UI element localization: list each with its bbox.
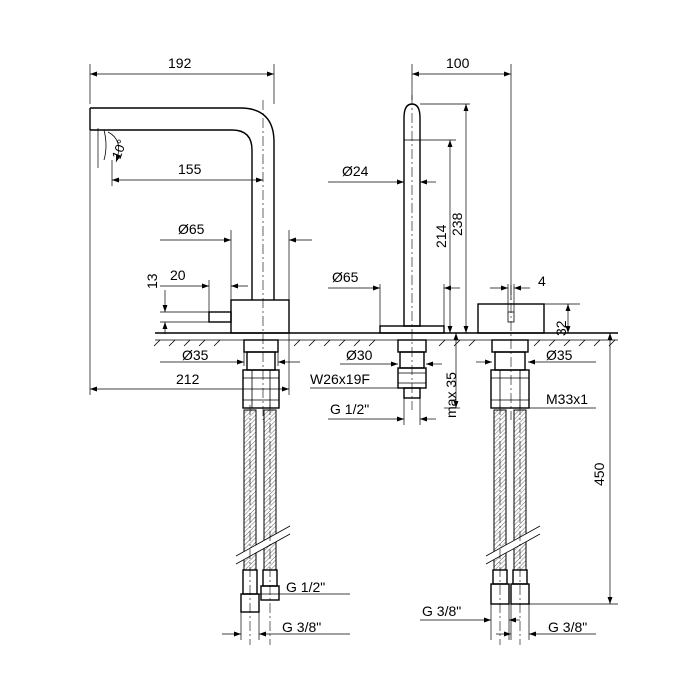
dim-center-thread: W26x19F [310,371,370,387]
dim-right-hose-left: G 3/8" [422,603,461,619]
dim-tilt-angle: 10° [109,137,130,161]
countertop [153,332,618,347]
dim-shank-diameter-right: Ø35 [546,347,573,363]
dim-spout-reach: 155 [178,161,202,177]
dim-shank-diameter-center: Ø30 [346,347,373,363]
dim-handle-height: 13 [144,273,160,289]
dim-right-hose-right: G 3/8" [548,619,587,635]
dim-center-connection: G 1/2" [330,401,369,417]
dimension-lines [89,64,618,640]
dim-spout-height: 214 [433,224,449,248]
dim-left-hose-lower: G 3/8" [282,619,321,635]
dimension-labels: 192 10° 155 Ø65 20 13 Ø35 212 100 Ø24 21… [109,55,607,635]
dim-hose-length: 450 [591,462,607,486]
dim-spout-offset: 100 [446,55,470,71]
dim-handle-length: 20 [170,267,186,283]
dim-overall-width: 192 [168,55,192,71]
right-hoses [484,405,542,645]
dim-total-height: 238 [449,212,465,236]
dim-left-hose-upper: G 1/2" [286,579,325,595]
right-control [477,285,545,420]
dim-base-diameter: Ø65 [178,221,205,237]
dim-control-height: 32 [553,320,569,336]
dim-right-thread: M33x1 [546,391,588,407]
dim-spout-base-diameter: Ø65 [332,269,359,285]
dim-control-slot: 4 [538,273,546,289]
left-faucet [89,100,290,420]
dim-total-reach: 212 [176,371,200,387]
left-hoses [234,405,292,645]
center-spout [379,95,445,410]
dim-shank-diameter-left: Ø35 [182,347,209,363]
dim-max-thickness: max 35 [443,372,459,418]
dim-spout-tube-diameter: Ø24 [342,163,369,179]
